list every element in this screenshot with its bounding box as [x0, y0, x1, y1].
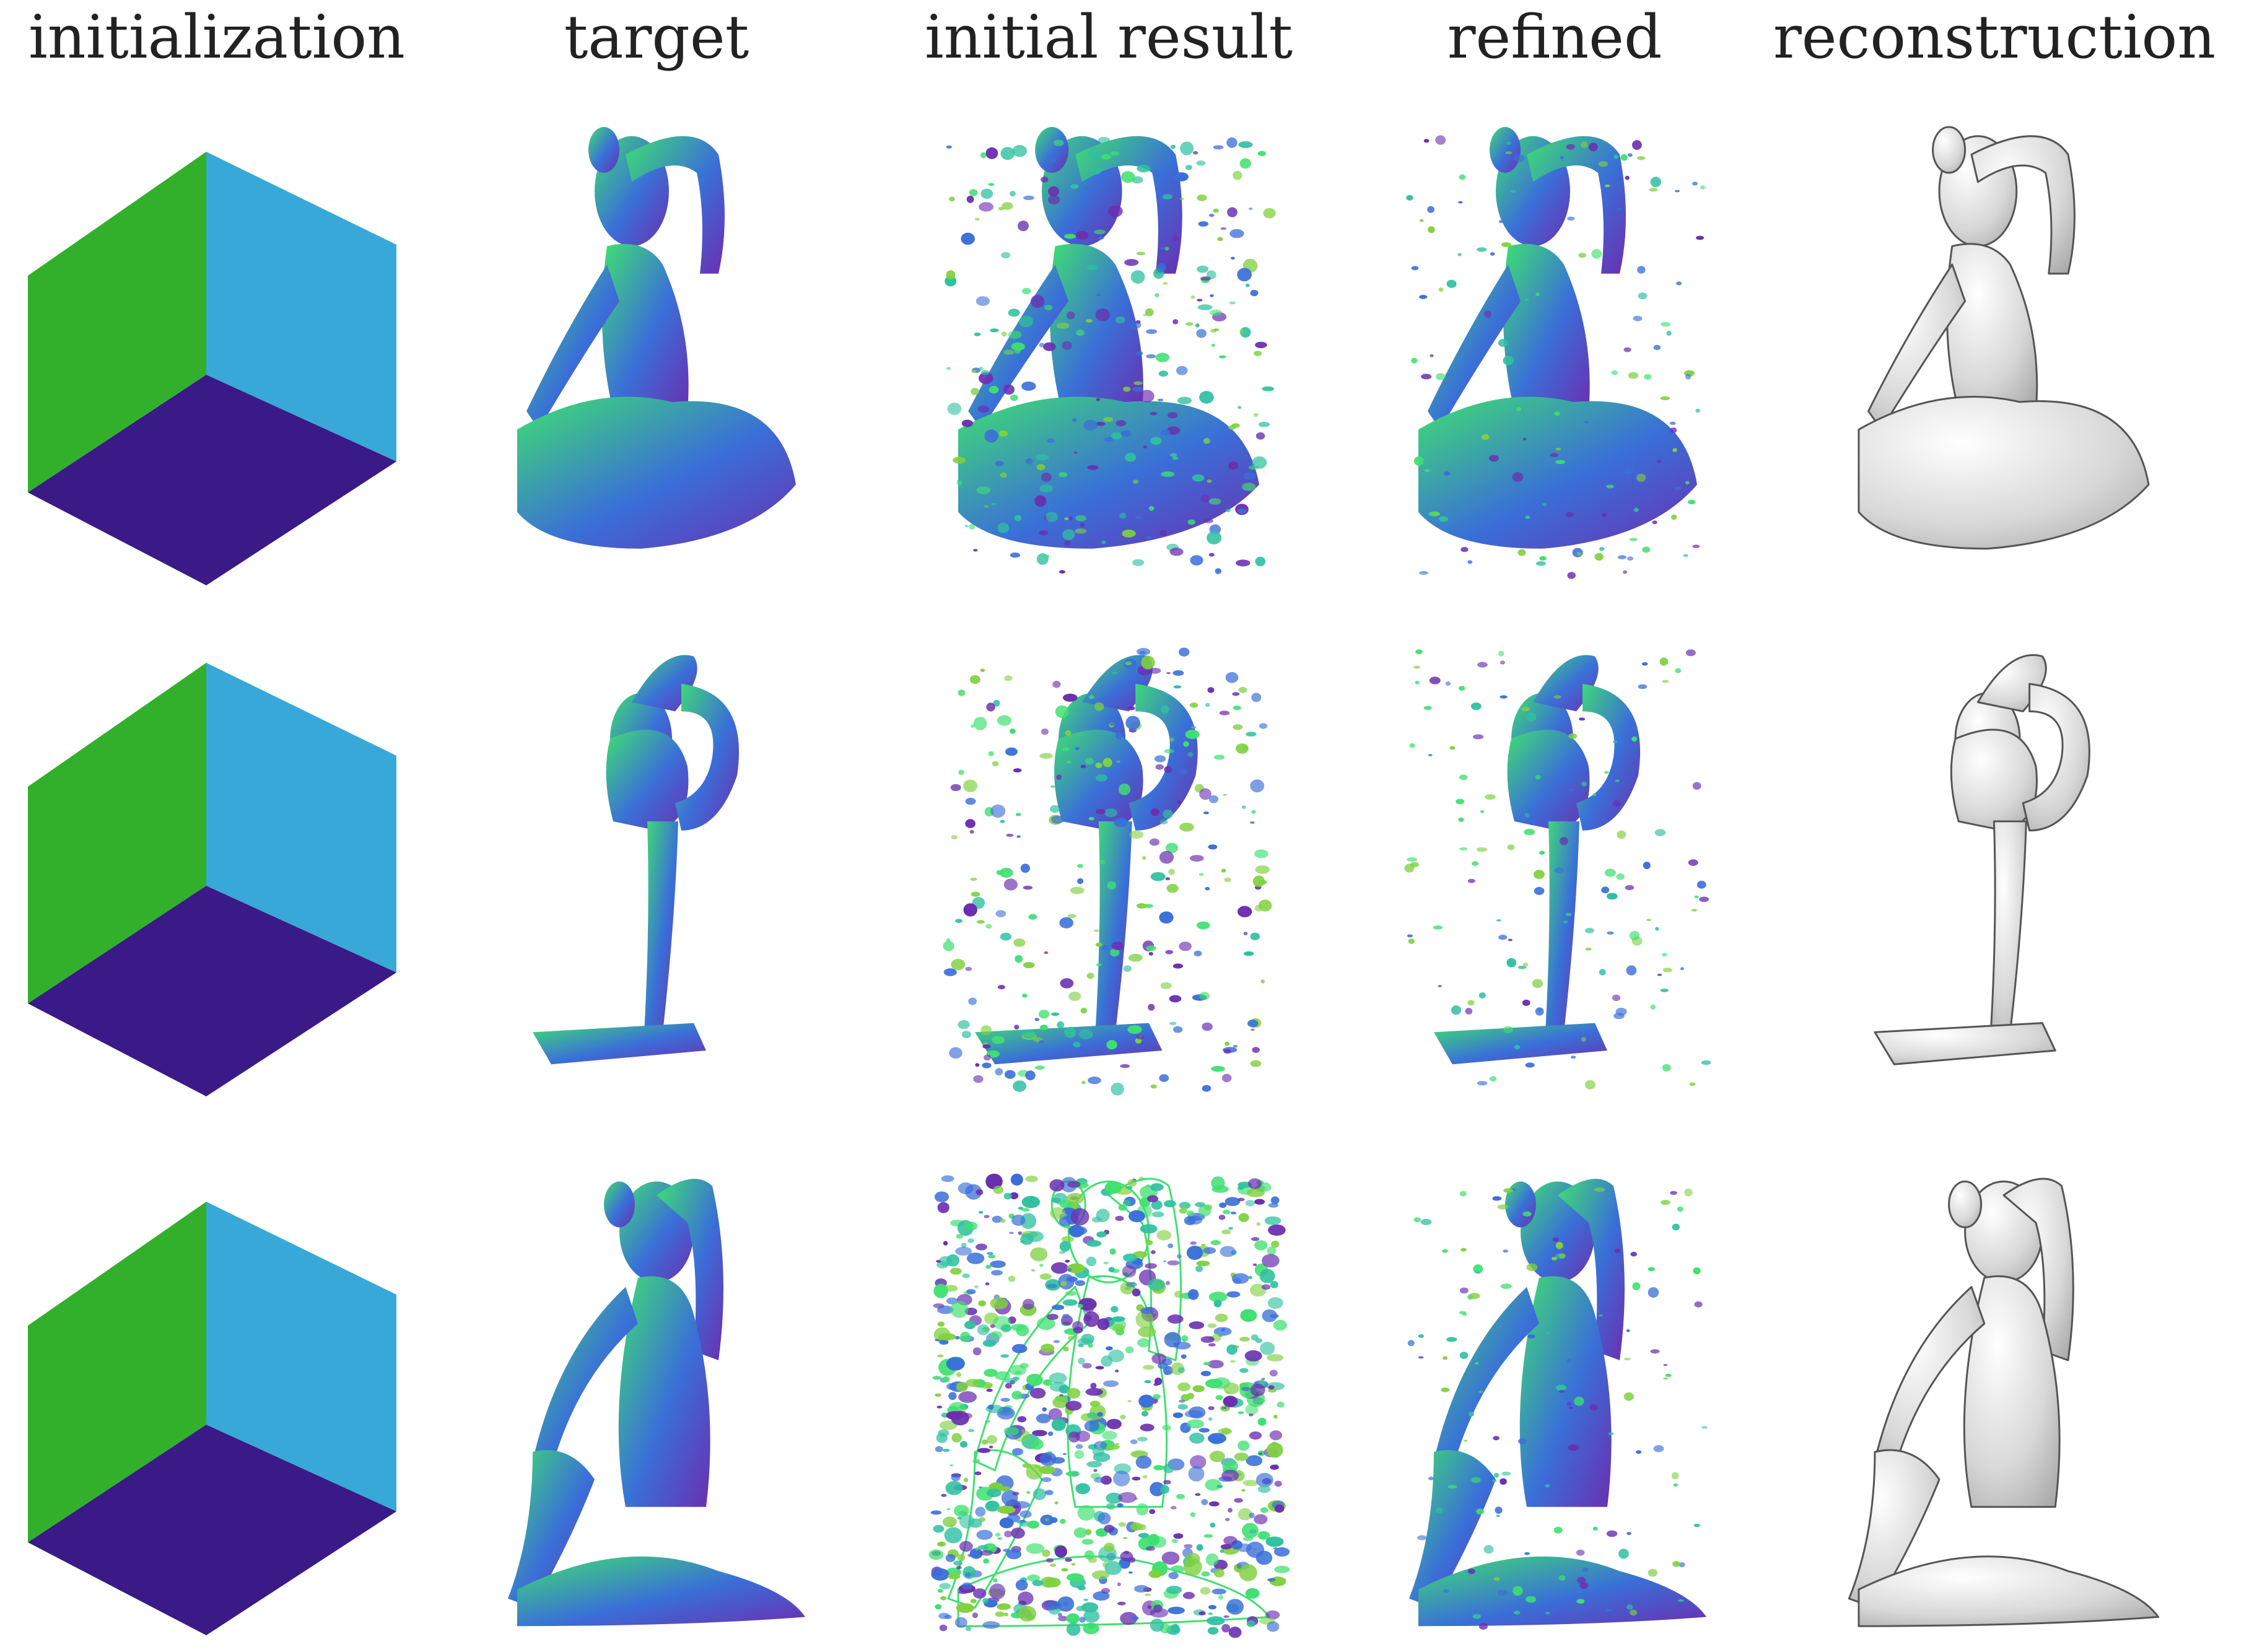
figure-silhouette — [1858, 126, 2150, 550]
panel-row1-refined — [1384, 115, 1731, 598]
panel-row3-target — [483, 1165, 830, 1648]
panel-row2-initial-result — [923, 626, 1294, 1109]
column-header-reconstruction: reconstruction — [1773, 2, 2216, 72]
column-header-refined: refined — [1447, 2, 1662, 72]
cube-face-bottom — [28, 886, 396, 1096]
cube-face-left — [28, 663, 206, 1003]
panel-row1-initial-result — [923, 115, 1294, 598]
splat-noise — [1406, 135, 1706, 579]
splat-noise — [1407, 1187, 1708, 1630]
figure-silhouette — [517, 127, 796, 549]
panel-row1-reconstruction — [1824, 115, 2183, 598]
splat-noise — [943, 647, 1272, 1096]
cube-face-right — [206, 152, 396, 461]
figure-silhouette — [508, 1178, 805, 1627]
panel-row2-reconstruction — [1824, 626, 2183, 1109]
figure-silhouette — [1848, 1178, 2160, 1627]
column-header-initial-result: initial result — [924, 2, 1293, 72]
panel-row3-initialization — [3, 1165, 424, 1648]
cube-face-right — [206, 663, 396, 972]
panel-row1-initialization — [3, 115, 424, 598]
figure-silhouette — [958, 127, 1259, 549]
figure-silhouette — [533, 655, 740, 1065]
panel-row2-refined — [1384, 626, 1731, 1109]
cube-face-bottom — [28, 375, 396, 585]
figure-silhouette — [1874, 654, 2090, 1065]
figure-silhouette — [1418, 127, 1697, 549]
cube-face-right — [206, 1202, 396, 1511]
panel-row3-refined — [1384, 1165, 1731, 1648]
figure-silhouette — [1409, 1178, 1706, 1627]
cube-face-bottom — [28, 1425, 396, 1635]
splat-noise — [1404, 649, 1711, 1090]
panel-row2-initialization — [3, 626, 424, 1109]
column-header-initialization: initialization — [28, 2, 405, 72]
splat-noise — [928, 1173, 1290, 1638]
cube-face-left — [28, 1202, 206, 1542]
panel-row2-target — [483, 626, 830, 1109]
splat-noise — [945, 136, 1276, 574]
figure-silhouette — [1434, 655, 1641, 1065]
panel-row3-initial-result — [923, 1165, 1294, 1648]
panel-row1-target — [483, 115, 830, 598]
cube-face-left — [28, 152, 206, 492]
column-header-target: target — [564, 2, 749, 72]
panel-row3-reconstruction — [1824, 1165, 2183, 1648]
